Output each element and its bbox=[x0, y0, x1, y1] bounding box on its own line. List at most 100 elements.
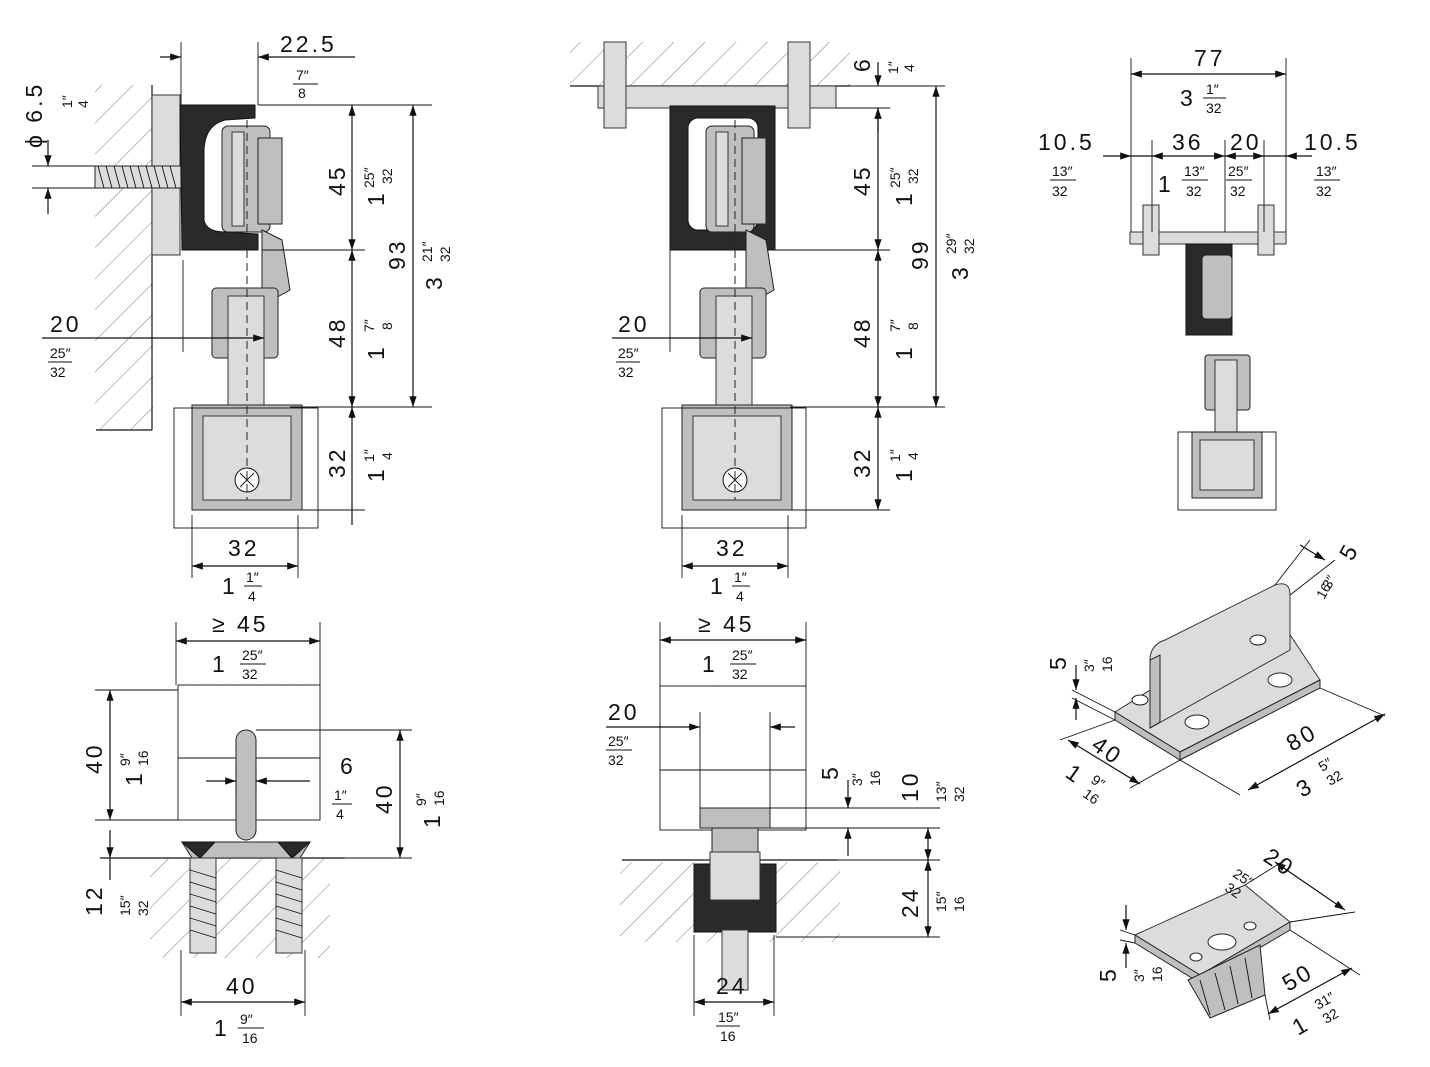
svg-text:4: 4 bbox=[75, 100, 91, 108]
dowel-right bbox=[275, 857, 303, 954]
dim-48: 48 bbox=[324, 316, 350, 348]
svg-text:16: 16 bbox=[135, 750, 151, 766]
svg-text:1: 1 bbox=[1288, 1010, 1315, 1040]
dim-22-5: 22.5 bbox=[280, 31, 337, 57]
svg-text:4: 4 bbox=[248, 588, 256, 604]
svg-text:25″: 25″ bbox=[242, 647, 263, 663]
svg-text:32: 32 bbox=[1206, 100, 1222, 116]
svg-text:16: 16 bbox=[867, 770, 883, 786]
svg-text:4: 4 bbox=[336, 806, 344, 822]
svg-text:1: 1 bbox=[891, 190, 917, 206]
svg-text:1: 1 bbox=[222, 573, 238, 599]
dim-20: 20 bbox=[1230, 129, 1262, 155]
roller-bracket bbox=[257, 137, 283, 225]
dim-32-vertical: 32 bbox=[849, 446, 875, 478]
svg-text:25″: 25″ bbox=[618, 345, 639, 361]
ceiling-bolt-left bbox=[603, 41, 627, 129]
dim-10: 10 bbox=[897, 770, 923, 802]
bolt-right bbox=[1257, 204, 1275, 256]
svg-text:1: 1 bbox=[1061, 759, 1089, 789]
dim-phi-6-5: ϕ 6.5 bbox=[21, 82, 47, 148]
wall-section bbox=[95, 85, 153, 430]
svg-text:25″: 25″ bbox=[1228, 163, 1249, 179]
svg-text:3″: 3″ bbox=[849, 773, 865, 786]
svg-text:16: 16 bbox=[951, 896, 967, 912]
svg-text:4: 4 bbox=[905, 452, 921, 460]
svg-text:16: 16 bbox=[1149, 966, 1165, 982]
svg-text:3: 3 bbox=[421, 274, 447, 290]
svg-text:25″: 25″ bbox=[887, 167, 903, 188]
svg-text:1: 1 bbox=[363, 344, 389, 360]
view-4-floor-guide-section: ≥ 45 1 25″ 32 40 1 9″ 16 6 1″ 4 40 1 9″ … bbox=[81, 611, 447, 1046]
guide-center-hole bbox=[1207, 933, 1237, 951]
dim-24-vertical: 24 bbox=[897, 886, 923, 918]
svg-text:32: 32 bbox=[1320, 1005, 1342, 1027]
guide-neck bbox=[711, 827, 759, 854]
dim-6: 6 bbox=[849, 56, 875, 72]
svg-text:21″: 21″ bbox=[419, 241, 435, 262]
guide-plate bbox=[1133, 884, 1291, 976]
dim-10-5-right: 10.5 bbox=[1304, 129, 1361, 155]
svg-text:25″: 25″ bbox=[608, 733, 629, 749]
svg-text:1: 1 bbox=[710, 573, 726, 599]
dim-45: 45 bbox=[324, 164, 350, 196]
svg-text:3: 3 bbox=[1292, 772, 1319, 802]
svg-text:1: 1 bbox=[702, 651, 718, 677]
track-profile bbox=[179, 104, 259, 251]
svg-text:1: 1 bbox=[891, 344, 917, 360]
svg-text:32: 32 bbox=[618, 364, 634, 380]
dim-20: 20 bbox=[50, 311, 82, 337]
dim-93: 93 bbox=[384, 238, 410, 270]
svg-text:15″: 15″ bbox=[117, 895, 133, 916]
dim-36: 36 bbox=[1172, 129, 1204, 155]
dim-22-5-inch: 7″ bbox=[296, 67, 309, 83]
svg-text:1″: 1″ bbox=[887, 449, 903, 462]
svg-text:29″: 29″ bbox=[943, 233, 959, 254]
screw-hole-back bbox=[1267, 672, 1293, 688]
dim-12: 12 bbox=[81, 884, 107, 916]
svg-text:16: 16 bbox=[720, 1028, 736, 1044]
svg-text:1: 1 bbox=[891, 466, 917, 482]
svg-text:1″: 1″ bbox=[734, 569, 747, 585]
dim-80: 80 bbox=[1282, 718, 1322, 756]
svg-text:32: 32 bbox=[242, 666, 258, 682]
dim-10-5-left: 10.5 bbox=[1038, 129, 1095, 155]
svg-text:13″: 13″ bbox=[933, 781, 949, 802]
dowel-left bbox=[189, 857, 217, 954]
svg-text:13″: 13″ bbox=[1184, 163, 1205, 179]
bolt-left bbox=[1142, 204, 1160, 256]
svg-text:3″: 3″ bbox=[1081, 659, 1097, 672]
svg-text:32: 32 bbox=[379, 168, 395, 184]
svg-text:15″: 15″ bbox=[933, 891, 949, 912]
svg-text:1″: 1″ bbox=[334, 787, 347, 803]
svg-text:13″: 13″ bbox=[1316, 163, 1337, 179]
dim-77: 77 bbox=[1194, 45, 1226, 71]
svg-text:25″: 25″ bbox=[361, 167, 377, 188]
svg-text:16: 16 bbox=[431, 790, 447, 806]
svg-text:1″: 1″ bbox=[885, 61, 901, 74]
dim-32-horizontal: 32 bbox=[228, 535, 260, 561]
svg-text:32: 32 bbox=[1222, 879, 1244, 901]
dim-40-right: 40 bbox=[371, 782, 397, 814]
guide-pin bbox=[235, 729, 257, 841]
svg-text:4: 4 bbox=[379, 452, 395, 460]
floor-section bbox=[150, 858, 330, 958]
svg-text:1″: 1″ bbox=[361, 449, 377, 462]
svg-text:9″: 9″ bbox=[117, 753, 133, 766]
roller-hub bbox=[231, 131, 245, 227]
svg-text:3: 3 bbox=[1180, 85, 1196, 111]
svg-text:9″: 9″ bbox=[240, 1011, 253, 1027]
svg-text:16: 16 bbox=[1099, 656, 1115, 672]
svg-text:32: 32 bbox=[905, 168, 921, 184]
svg-text:1: 1 bbox=[1158, 171, 1174, 197]
svg-text:32: 32 bbox=[135, 900, 151, 916]
svg-text:9″: 9″ bbox=[413, 793, 429, 806]
svg-text:32: 32 bbox=[50, 364, 66, 380]
view-7-floor-guide-isometric: 20 25″ 32 5 3″ 16 50 1 31″ 32 bbox=[1095, 843, 1361, 1040]
dim-32-horizontal: 32 bbox=[716, 535, 748, 561]
dim-99: 99 bbox=[907, 238, 933, 270]
svg-text:32: 32 bbox=[1052, 183, 1068, 199]
svg-text:1: 1 bbox=[212, 651, 228, 677]
svg-text:32: 32 bbox=[1316, 183, 1332, 199]
